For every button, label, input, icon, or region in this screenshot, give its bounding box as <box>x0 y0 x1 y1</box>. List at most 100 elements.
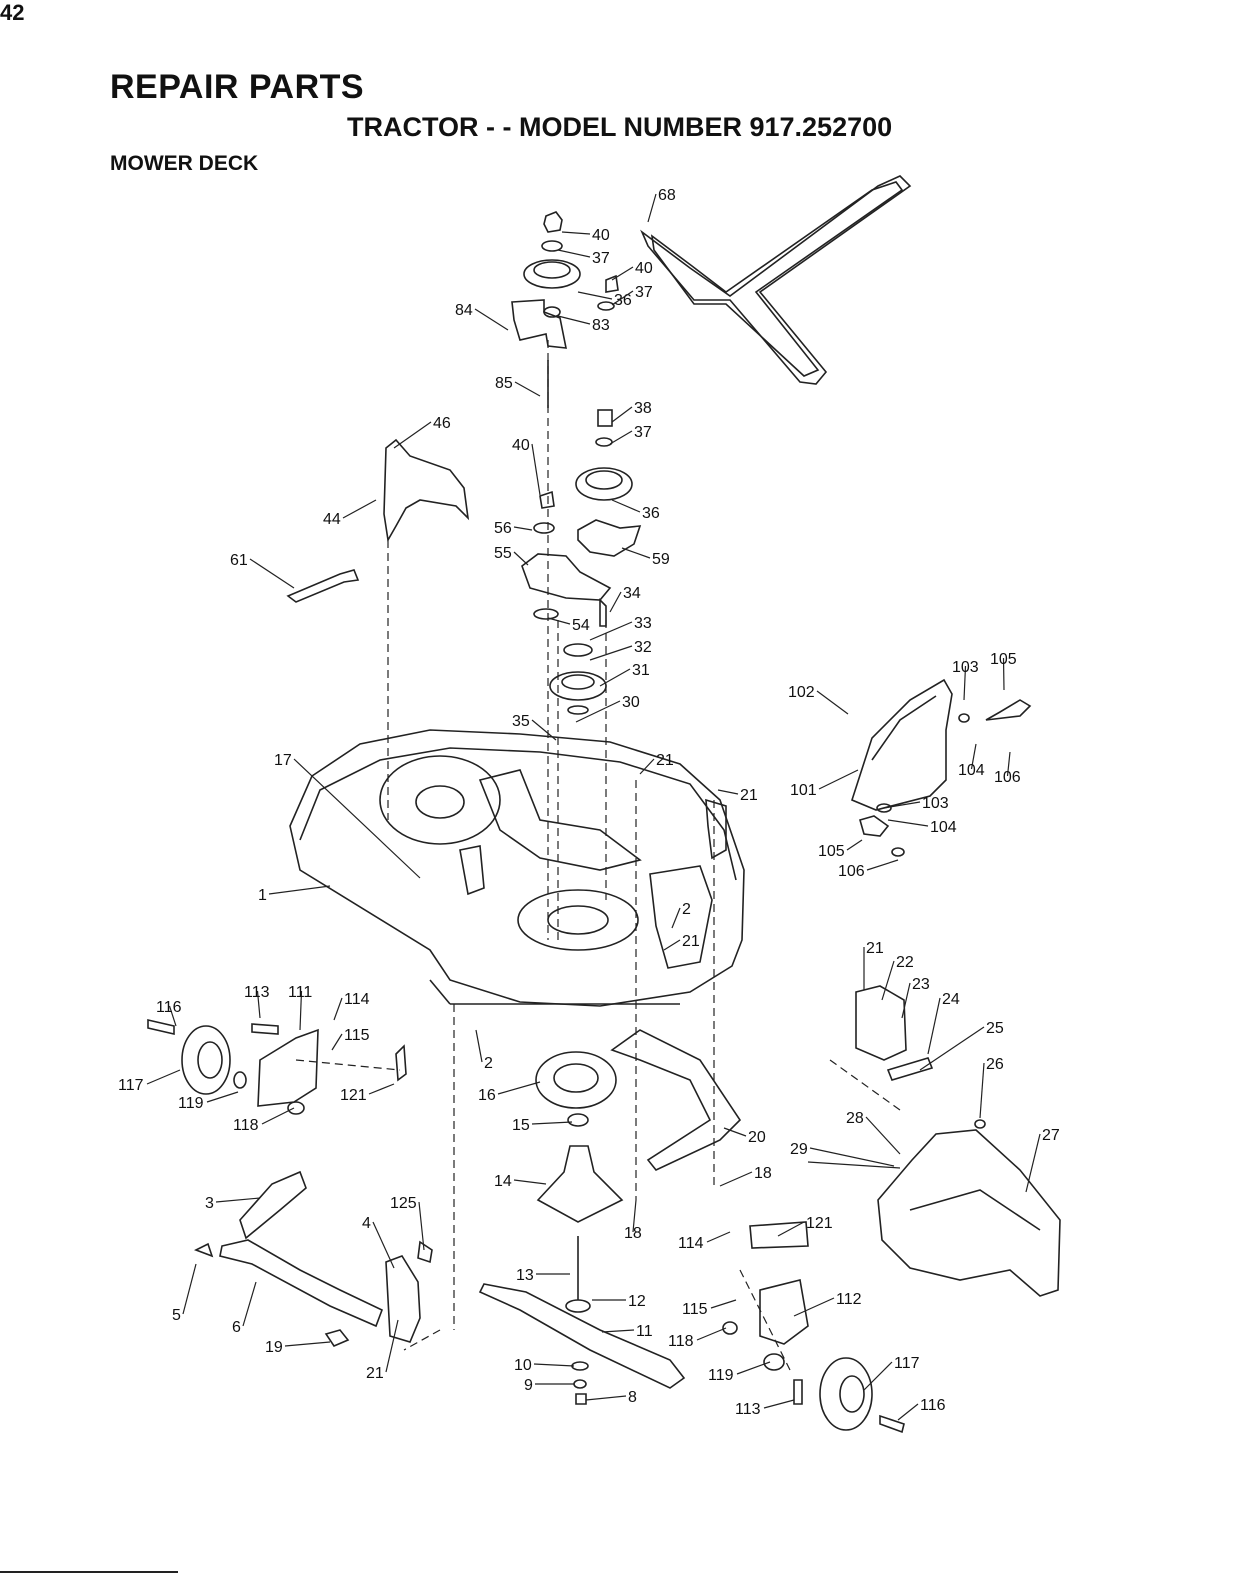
part-number-label: 104 <box>930 819 957 836</box>
leader-line <box>736 1361 771 1375</box>
leader-line <box>611 499 641 513</box>
callout-3: 3 <box>205 1195 261 1212</box>
idler-pulley-stack-drawing <box>511 211 642 715</box>
part-number-label: 102 <box>788 684 815 701</box>
callout-32: 32 <box>589 639 652 661</box>
callout-113: 113 <box>735 1399 795 1418</box>
part-number-label: 11 <box>636 1323 653 1340</box>
callout-119: 119 <box>178 1091 239 1112</box>
leader-line <box>577 291 613 300</box>
callout-116: 116 <box>156 999 182 1027</box>
part-number-label: 33 <box>634 615 652 632</box>
leader-line <box>372 1221 395 1269</box>
part-number-label: 56 <box>494 520 512 537</box>
leader-line <box>963 665 967 701</box>
leader-line <box>589 645 633 661</box>
callout-36: 36 <box>611 499 660 522</box>
callout-37: 37 <box>557 249 610 267</box>
callout-19: 19 <box>265 1339 331 1356</box>
leader-line <box>887 819 929 827</box>
part-number-label: 113 <box>244 984 270 1001</box>
part-number-label: 15 <box>512 1117 530 1134</box>
part-number-label: 34 <box>623 585 641 602</box>
callout-111: 111 <box>288 984 312 1031</box>
part-number-label: 19 <box>265 1339 283 1356</box>
part-number-label: 18 <box>754 1165 772 1182</box>
leader-line <box>777 1221 805 1237</box>
callout-21: 21 <box>366 1319 399 1382</box>
callout-118: 118 <box>233 1107 295 1134</box>
callout-21: 21 <box>663 933 700 951</box>
leader-line <box>531 719 557 741</box>
leader-line <box>632 1199 637 1233</box>
callout-117: 117 <box>863 1355 920 1391</box>
leader-line <box>901 982 911 1019</box>
part-number-label: 46 <box>433 415 451 432</box>
leader-line <box>639 758 655 775</box>
callout-118: 118 <box>668 1327 727 1350</box>
part-number-label: 17 <box>274 752 292 769</box>
part-number-label: 106 <box>994 769 1021 786</box>
leader-line <box>1002 657 1005 691</box>
callout-27: 27 <box>1025 1127 1060 1193</box>
leader-line <box>696 1327 727 1341</box>
callout-31: 31 <box>599 662 650 687</box>
leader-line <box>585 1395 627 1401</box>
leader-line <box>531 1121 573 1125</box>
callout-21: 21 <box>717 787 758 804</box>
callout-115: 115 <box>682 1299 737 1318</box>
leader-line <box>368 1083 395 1095</box>
deflector-shield-drawing <box>851 678 1032 857</box>
assembly-dash-lines <box>295 340 901 1371</box>
part-number-label: 27 <box>1042 1127 1060 1144</box>
belt-guard-drawing <box>286 438 470 603</box>
callout-18: 18 <box>624 1199 642 1242</box>
front-hanger-linkage-drawing <box>194 1170 433 1347</box>
part-number-label: 25 <box>986 1020 1004 1037</box>
callout-125: 125 <box>390 1195 425 1251</box>
leader-line <box>242 1281 257 1327</box>
callout-10: 10 <box>514 1357 575 1374</box>
callout-104: 104 <box>887 819 957 836</box>
leader-line <box>146 1069 181 1085</box>
part-number-label: 21 <box>656 752 674 769</box>
part-number-label: 68 <box>658 187 676 204</box>
leader-line <box>475 1029 483 1063</box>
callout-26: 26 <box>979 1056 1004 1119</box>
callout-5: 5 <box>172 1263 197 1324</box>
leader-line <box>719 1171 753 1187</box>
part-number-label: 31 <box>632 662 650 679</box>
leader-line <box>919 1026 985 1071</box>
leader-line <box>763 1399 795 1409</box>
part-number-label: 16 <box>478 1087 496 1104</box>
callout-2: 2 <box>475 1029 493 1072</box>
callout-4: 4 <box>362 1215 395 1269</box>
leader-line <box>168 1005 177 1027</box>
leader-line <box>299 990 303 1031</box>
leader-line <box>723 1127 747 1137</box>
part-number-label: 2 <box>682 901 691 918</box>
callout-85: 85 <box>495 375 541 397</box>
part-number-label: 103 <box>952 659 979 676</box>
leader-line <box>531 443 541 496</box>
callout-105: 105 <box>818 839 863 860</box>
leader-line <box>621 547 651 559</box>
leader-line <box>589 621 633 641</box>
part-number-label: 55 <box>494 545 512 562</box>
part-number-label: 114 <box>678 1235 704 1252</box>
leader-line <box>557 249 591 258</box>
callout-84: 84 <box>455 302 509 331</box>
spindle-blade-drawing <box>478 1029 742 1405</box>
callout-102: 102 <box>788 684 849 715</box>
leader-line <box>599 668 631 687</box>
part-number-label: 59 <box>652 551 670 568</box>
callout-114: 114 <box>333 991 370 1021</box>
part-number-label: 121 <box>340 1087 367 1104</box>
part-number-label: 85 <box>495 375 513 392</box>
leader-line <box>385 1319 399 1373</box>
part-number-label: 35 <box>512 713 530 730</box>
leader-line <box>611 406 633 423</box>
part-number-label: 32 <box>634 639 652 656</box>
callout-116: 116 <box>897 1397 946 1421</box>
part-number-label: 117 <box>894 1355 920 1372</box>
